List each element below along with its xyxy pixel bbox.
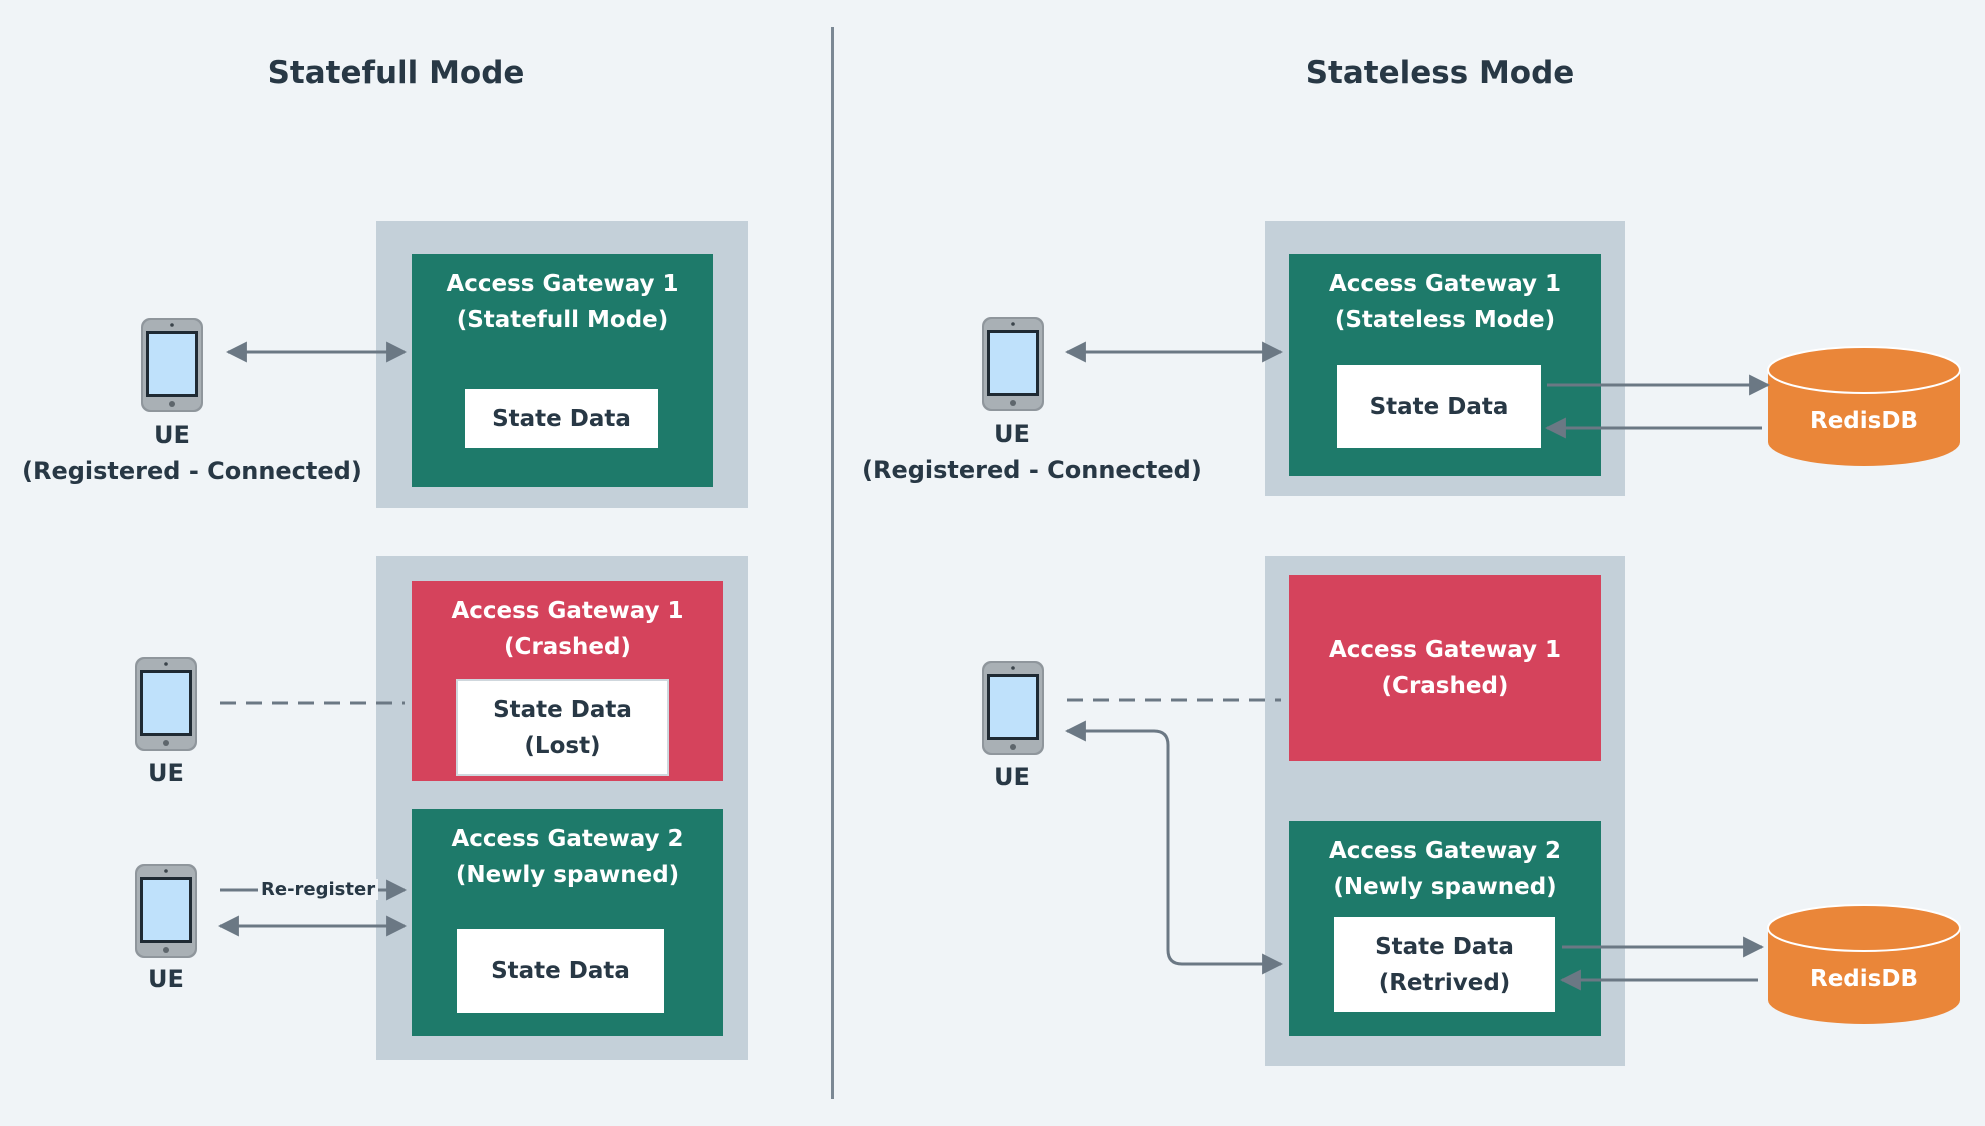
gateway-status: (Newly spawned) [1333, 874, 1557, 900]
statefull-mode-title: Statefull Mode [267, 55, 525, 91]
gateway-status: (Newly spawned) [455, 862, 680, 888]
phone-icon [135, 864, 197, 958]
state-data-label: State Data [493, 696, 632, 723]
gateway-mode: (Stateless Mode) [1334, 307, 1556, 333]
phone-icon [982, 317, 1044, 411]
redis-label: RedisDB [1810, 408, 1918, 434]
state-data-box: State Data [465, 389, 658, 448]
state-data-label: State Data [492, 405, 631, 432]
ue-label-left-top: UE (Registered - Connected) [22, 417, 362, 489]
state-data-label: State Data [1375, 933, 1514, 960]
state-data-box-stateless: State Data [1337, 365, 1541, 448]
gateway-name: Access Gateway 1 [1328, 271, 1562, 297]
state-data-retrieved-box: State Data (Retrived) [1334, 917, 1555, 1012]
phone-icon [135, 657, 197, 751]
gateway-status: (Crashed) [1381, 673, 1509, 699]
state-data-status: (Retrived) [1378, 969, 1511, 996]
ue-label-right-crash: UE [994, 763, 1030, 791]
access-gateway-1-statefull: Access Gateway 1 (Statefull Mode) [412, 254, 713, 487]
ue-status: (Registered - Connected) [862, 456, 1202, 484]
redis-db-top: RedisDB [1767, 346, 1961, 468]
state-data-box-gw2-left: State Data [457, 929, 664, 1013]
gateway-name: Access Gateway 1 [446, 271, 679, 297]
state-data-status: (Lost) [524, 732, 601, 759]
gateway-name: Access Gateway 1 [451, 598, 684, 624]
ue-phone-right-crash [982, 661, 1044, 759]
ue-name: UE [994, 420, 1030, 448]
ue-phone-right-top [982, 317, 1044, 415]
ue-status: (Registered - Connected) [22, 457, 362, 485]
access-gateway-1-crashed-right: Access Gateway 1 (Crashed) [1289, 575, 1601, 761]
ue-label-left-reregister: UE [148, 965, 184, 993]
gateway-name: Access Gateway 2 [451, 826, 684, 852]
section-divider [831, 27, 834, 1099]
ue-phone-left-crash [135, 657, 197, 755]
redis-db-bottom: RedisDB [1767, 904, 1961, 1026]
redis-label: RedisDB [1810, 966, 1918, 992]
phone-icon [141, 318, 203, 412]
state-data-lost-box: State Data (Lost) [456, 679, 669, 776]
state-data-label: State Data [491, 958, 630, 984]
gateway-mode: (Statefull Mode) [456, 307, 669, 333]
state-data-label: State Data [1369, 393, 1509, 420]
ue-phone-left-reregister [135, 864, 197, 962]
gateway-name: Access Gateway 1 [1328, 637, 1562, 663]
ue-name: UE [154, 421, 190, 449]
gateway-name: Access Gateway 2 [1328, 838, 1562, 864]
ue-phone-left-top [141, 318, 203, 416]
ue-label-left-crash: UE [148, 759, 184, 787]
stateless-mode-title: Stateless Mode [1305, 55, 1575, 91]
database-icon [1767, 904, 1961, 1024]
phone-icon [982, 661, 1044, 755]
reregister-label-overlay: Re-register [258, 879, 379, 900]
ue-label-right-top: UE (Registered - Connected) [862, 416, 1202, 488]
ue-gateway2-link-right [1064, 720, 1284, 975]
database-icon [1767, 346, 1961, 466]
gateway-status: (Crashed) [504, 634, 631, 660]
